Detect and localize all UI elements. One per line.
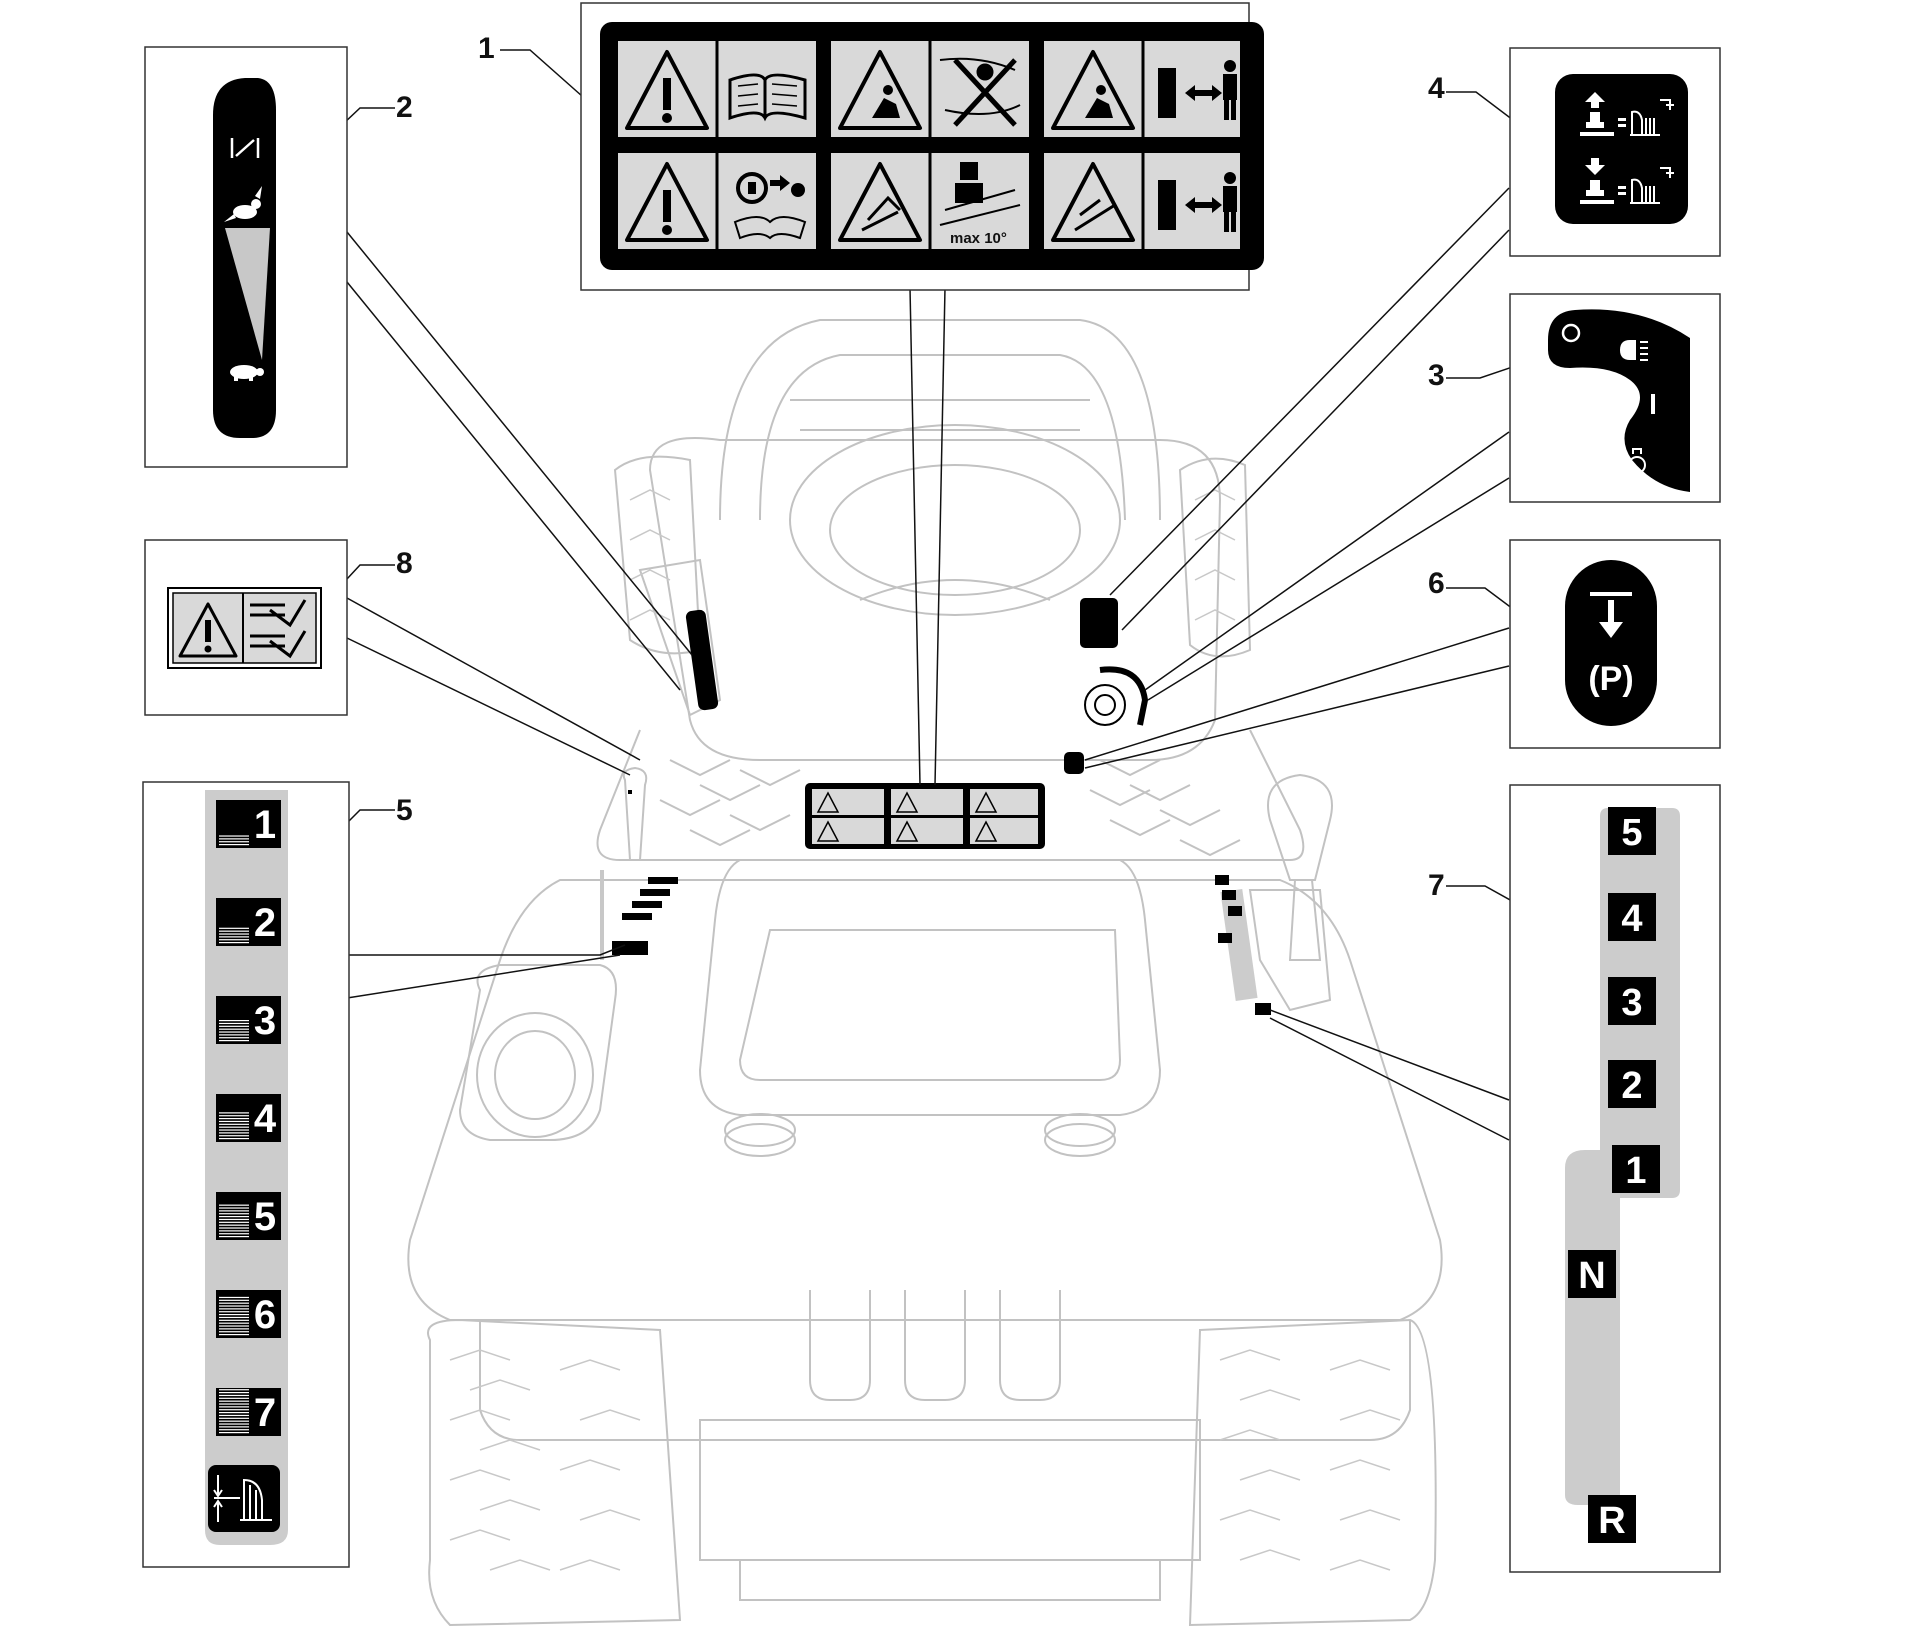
gear-label: 3 [1621,982,1642,1024]
callout-number-6: 6 [1428,567,1445,600]
engine-start-icon [1628,448,1646,474]
mini-decal-7 [1215,875,1271,1015]
floor-tread-right [1089,759,1241,857]
decal-3-ignition [1548,309,1690,492]
gear-position: 2 [1608,1060,1656,1108]
mini-decal-1 [805,783,1045,849]
cutting-height-label: 6 [254,1293,276,1337]
mini-decal-5 [600,870,678,960]
cutting-height-label: 5 [254,1195,276,1239]
tractor-outline [407,319,1443,1627]
warning-triangle-icon [625,50,1135,242]
cutting-height-position: 6 [216,1290,281,1338]
gear-label: R [1598,1500,1625,1542]
gear-position: N [1568,1250,1616,1298]
gear-position: 1 [1612,1145,1660,1193]
cutting-height-label: 2 [254,901,276,945]
cutting-height-position: 5 [216,1192,281,1240]
off-symbol-icon [1561,323,1581,343]
cutting-height-position: 3 [216,996,281,1044]
gear-positions: 5 4 3 2 1N R [1568,807,1660,1543]
decal-7-gear-shift: 5 4 3 2 1N R [1565,807,1680,1543]
no-passenger-icon [939,57,1021,127]
gear-position: 4 [1608,893,1656,941]
thrown-object-icon [872,85,1113,118]
callout-number-7: 7 [1428,869,1445,902]
hand-cut-icon [250,599,307,659]
floor-tread-left [659,759,801,847]
cutting-height-position: 4 [216,1094,281,1142]
decal-6-parking-brake: (P) [1565,560,1657,726]
manual-book-icon [728,73,807,122]
gear-position: R [1588,1495,1636,1543]
slope-max-label: max 10° [950,230,1007,247]
callout-number-4: 4 [1428,72,1445,105]
mini-decal-8 [628,790,632,794]
cutting-height-label: 7 [254,1391,276,1435]
gear-position: 3 [1608,977,1656,1025]
choke-icon [230,138,260,158]
cutting-height-positions: 1 2 3 4 5 6 7 [216,800,281,1436]
decal-2-throttle [213,78,276,438]
cutting-height-position: 1 [216,800,281,848]
on-symbol-icon [1651,394,1655,414]
key-removal-icon [733,172,807,240]
callout-number-3: 3 [1428,359,1445,392]
cutting-height-label: 1 [254,803,276,847]
gear-label: 2 [1621,1065,1642,1107]
slope-max-icon [939,162,1021,226]
decal-4-deck-lift [1555,74,1688,224]
cutting-height-label: 3 [254,999,276,1043]
cutting-height-label: 4 [254,1097,277,1141]
mini-decal-2 [685,609,719,711]
keep-distance-icon [1158,60,1237,232]
decal-5-cutting-height: 1 2 3 4 5 6 7 [205,790,288,1545]
callout-number-2: 2 [396,91,413,124]
lowest-height-deck-icon [208,1465,280,1532]
gear-label: N [1578,1255,1605,1297]
turtle-icon [230,365,264,381]
gear-label: 5 [1621,812,1642,854]
mini-decal-6 [1064,752,1084,774]
decal-8-hand-warning [167,587,322,669]
slope-tip-icon [861,195,1116,232]
decal-1-safety-warnings: max 10° [600,22,1264,270]
warning-triangle-icon-8 [178,602,238,658]
gear-position: 5 [1608,807,1656,855]
mini-decal-3 [1084,666,1149,726]
brake-arrow-icon [1590,592,1632,638]
callout-number-5: 5 [396,794,413,827]
wheel-tread [449,489,1401,1571]
mower-deck-icon [1630,99,1674,204]
gear-label: 4 [1621,898,1642,940]
park-symbol-label: (P) [1588,660,1633,698]
cutting-height-position: 2 [216,898,281,946]
cutting-height-position: 7 [216,1388,281,1436]
headlight-icon [1620,340,1648,361]
callout-number-1: 1 [478,32,495,65]
gear-label: 1 [1625,1150,1646,1192]
leader-lines [274,49,1601,1141]
mini-decal-4 [1080,598,1118,648]
rabbit-icon [224,186,262,222]
callout-number-8: 8 [396,547,413,580]
